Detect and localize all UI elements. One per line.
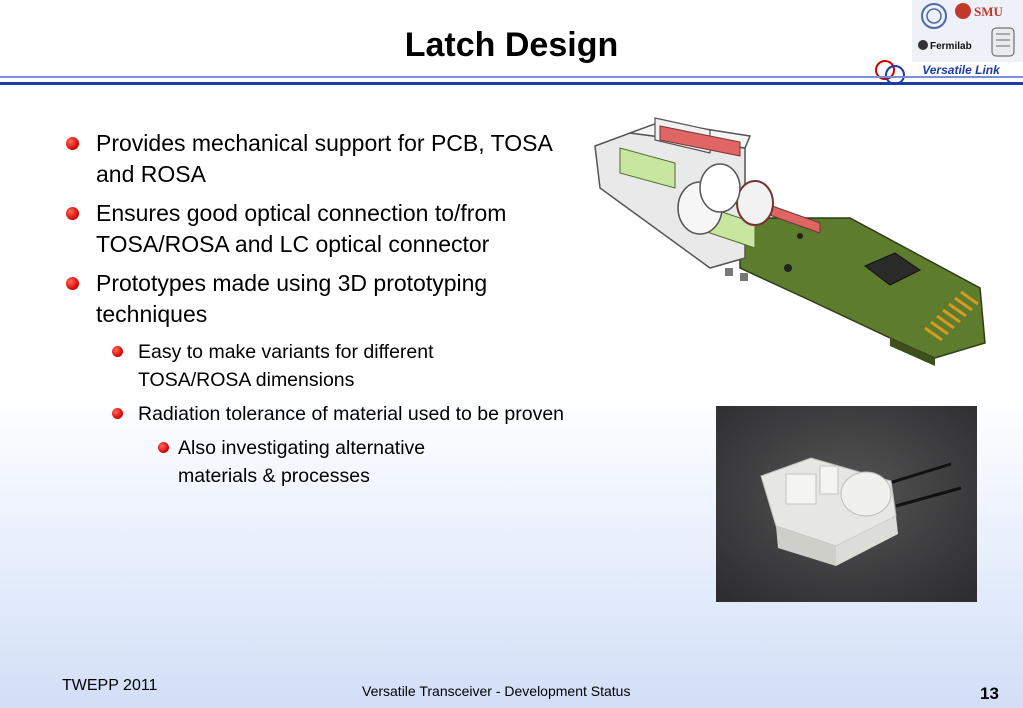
footer-center: Versatile Transceiver - Development Stat… xyxy=(362,683,631,699)
logo-panel: SMU Fermilab xyxy=(912,0,1023,62)
prototype-photo xyxy=(716,406,977,602)
bullet-item: Ensures good optical connection to/from … xyxy=(60,198,590,260)
sub-sub-bullet-item: Also investigating alternative materials… xyxy=(60,434,508,490)
sub-bullet-item: Easy to make variants for different TOSA… xyxy=(60,338,518,394)
latch-render-image xyxy=(594,117,986,366)
page-number: 13 xyxy=(980,684,999,703)
bullet-text: Also investigating alternative materials… xyxy=(178,437,426,487)
bullet-list: Provides mechanical support for PCB, TOS… xyxy=(60,128,590,496)
bullet-item: Provides mechanical support for PCB, TOS… xyxy=(60,128,590,190)
bullet-text: Radiation tolerance of material used to … xyxy=(138,403,565,425)
bullet-text: Easy to make variants for different TOSA… xyxy=(138,341,434,391)
sub-bullet-item: Radiation tolerance of material used to … xyxy=(60,400,588,428)
bullet-dot-icon xyxy=(158,442,169,453)
fermilab-logo-text: Fermilab xyxy=(930,41,972,52)
slide-title: Latch Design xyxy=(404,26,619,64)
smu-logo-text: SMU xyxy=(974,4,1004,19)
bullet-dot-icon xyxy=(112,346,123,357)
logos-icon: SMU Fermilab xyxy=(918,3,1015,57)
bullet-dot-icon xyxy=(66,277,79,290)
header-rule-thick xyxy=(0,82,1023,85)
bullet-text: Provides mechanical support for PCB, TOS… xyxy=(96,130,552,187)
bullet-item: Prototypes made using 3D prototyping tec… xyxy=(60,268,566,330)
bullet-text: Prototypes made using 3D prototyping tec… xyxy=(96,270,488,327)
bullet-dot-icon xyxy=(66,137,79,150)
prototype-photo-image xyxy=(716,406,977,602)
footer-left: TWEPP 2011 xyxy=(62,677,158,694)
versatile-link-label: Versatile Link xyxy=(922,63,1000,77)
bullet-dot-icon xyxy=(112,408,123,419)
bullet-text: Ensures good optical connection to/from … xyxy=(96,200,507,257)
bullet-dot-icon xyxy=(66,207,79,220)
header-rule-thin xyxy=(0,76,1023,78)
